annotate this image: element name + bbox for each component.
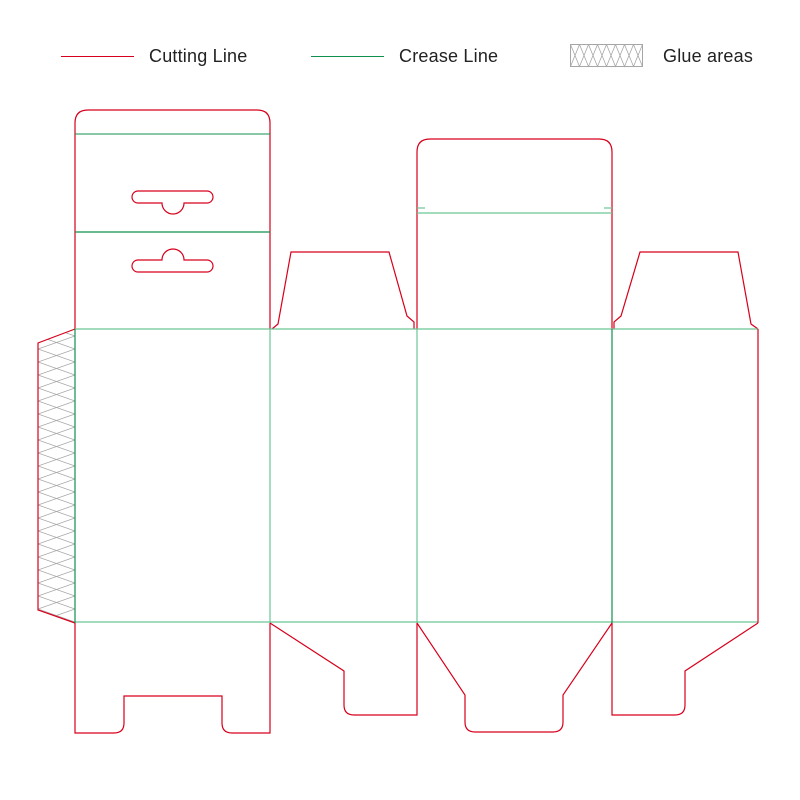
bottom-flap-1 xyxy=(74,623,271,734)
legend-label-cutting: Cutting Line xyxy=(149,45,248,66)
dust-flap-top-right xyxy=(613,251,759,330)
legend-item-cutting-line: Cutting Line xyxy=(61,44,247,68)
crease-line-swatch xyxy=(311,55,384,57)
bottom-flap-3 xyxy=(416,622,613,733)
glue-area-swatch xyxy=(570,44,643,68)
cutting-line-swatch xyxy=(61,55,134,57)
bottom-flap-4 xyxy=(611,622,759,716)
glue-flap-cut xyxy=(37,328,76,624)
legend-label-glue: Glue areas xyxy=(663,45,754,66)
glue-flap xyxy=(37,328,76,624)
legend-label-crease: Crease Line xyxy=(399,45,499,66)
legend-item-crease-line: Crease Line xyxy=(311,44,498,68)
top-tuck-flap xyxy=(416,138,613,329)
hanger-hole-icon xyxy=(131,190,214,215)
legend: Cutting Line Crease Line Glue areas xyxy=(0,0,800,100)
hang-tab-cut xyxy=(74,109,271,329)
legend-item-glue-areas: Glue areas xyxy=(570,44,753,68)
hanger-hole-icon xyxy=(131,248,214,273)
body-creases xyxy=(74,328,758,623)
dust-flap-top-left xyxy=(271,251,415,330)
hang-tab-panel xyxy=(74,109,271,329)
bottom-flap-2 xyxy=(269,622,418,716)
glue-area-hatch xyxy=(38,329,75,623)
